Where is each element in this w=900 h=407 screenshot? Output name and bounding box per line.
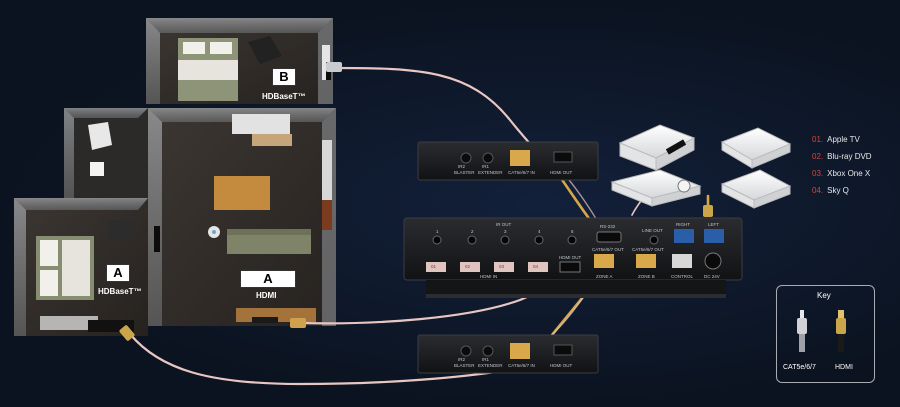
xbox-device	[610, 169, 702, 207]
room-b-tag: B	[272, 68, 296, 86]
receiver-top	[417, 141, 599, 181]
matrix-line-out-label: LINE OUT	[642, 228, 663, 233]
source-item-apple-tv: 01.Apple TV	[812, 135, 860, 144]
matrix-zone-b-label: ZONE B	[638, 274, 655, 279]
source-number: 03.	[812, 169, 824, 178]
receiver-bottom-ir2: IR2	[458, 357, 466, 362]
receiver-top-blaster: BLASTER	[454, 170, 475, 175]
receiver-top-cat-in: CAT5e/6/7 IN	[508, 170, 535, 175]
matrix-hdmi-in-num: 02	[465, 264, 471, 269]
hallway	[64, 108, 148, 198]
source-label: Xbox One X	[827, 169, 871, 178]
receiver-top-extender: EXTENDER	[478, 170, 503, 175]
tv-screen-room-a	[154, 226, 160, 252]
bluray-device	[720, 127, 792, 169]
source-devices	[610, 124, 792, 209]
matrix-hdmi-out-label: HDMI OUT	[559, 255, 582, 260]
key-title: Key	[817, 291, 831, 300]
key-icons	[797, 310, 846, 352]
key-cat-label: CAT5e/6/7	[783, 364, 816, 371]
matrix-ir-out-label: IR OUT	[496, 222, 512, 227]
receiver-bottom-cat-in: CAT5e/6/7 IN	[508, 363, 535, 368]
matrix-hdmi-in-label: HDMI IN	[480, 274, 498, 279]
matrix-ir-num: 2	[471, 229, 474, 234]
matrix-ir-num: 3	[504, 229, 507, 234]
source-number: 02.	[812, 152, 824, 161]
key-hdmi-label: HDMI	[835, 364, 853, 371]
matrix-hdmi-in-num: 01	[431, 264, 437, 269]
hdmi-matrix	[403, 217, 743, 298]
matrix-ir-num: 4	[538, 229, 541, 234]
source-item-xbox: 03.Xbox One X	[812, 169, 870, 178]
receiver-top-hdmi-out: HDMI OUT	[550, 170, 573, 175]
room-a-small-label: HDBaseT™	[98, 287, 142, 296]
matrix-hdmi-in-num: 04	[533, 264, 539, 269]
matrix-cat-out-label-b: CAT5e/6/7 OUT	[632, 247, 664, 252]
receiver-bottom-extender: EXTENDER	[478, 363, 503, 368]
matrix-left-label: LEFT	[708, 222, 720, 227]
matrix-zone-a-label: ZONE A	[596, 274, 613, 279]
key-legend: Key CAT5e/6/7 HDMI	[776, 285, 875, 383]
room-a-main	[148, 108, 336, 326]
skyq-device	[720, 169, 792, 209]
source-number: 01.	[812, 135, 824, 144]
receiver-bottom	[417, 334, 599, 374]
floorplan	[14, 18, 336, 336]
source-label: Blu-ray DVD	[827, 152, 872, 161]
receiver-top-ir2: IR2	[458, 164, 466, 169]
receiver-bottom-hdmi-out: HDMI OUT	[550, 363, 573, 368]
source-label: Apple TV	[827, 135, 860, 144]
room-b	[146, 18, 333, 104]
room-a-main-label: HDMI	[256, 291, 277, 300]
source-number: 04.	[812, 186, 824, 195]
room-a-main-tag: A	[240, 270, 296, 288]
receiver-bottom-blaster: BLASTER	[454, 363, 475, 368]
source-label: Sky Q	[827, 186, 849, 195]
matrix-ir-num: 5	[571, 229, 574, 234]
matrix-cat-out-label: CAT5e/6/7 OUT	[592, 247, 624, 252]
source-item-bluray: 02.Blu-ray DVD	[812, 152, 872, 161]
matrix-dc-label: DC 24V	[704, 274, 720, 279]
matrix-control-label: CONTROL	[671, 274, 694, 279]
matrix-right-label: RIGHT	[676, 222, 690, 227]
apple-tv-device	[618, 124, 696, 171]
matrix-hdmi-in-num: 03	[499, 264, 505, 269]
matrix-rs232-label: RS-232	[600, 224, 616, 229]
receiver-bottom-ir1: IR1	[482, 357, 490, 362]
source-item-skyq: 04.Sky Q	[812, 186, 849, 195]
room-a-small-tag: A	[106, 264, 130, 282]
receiver-top-ir1: IR1	[482, 164, 490, 169]
room-b-label: HDBaseT™	[262, 92, 306, 101]
matrix-ir-num: 1	[436, 229, 439, 234]
room-a-small	[14, 198, 148, 336]
